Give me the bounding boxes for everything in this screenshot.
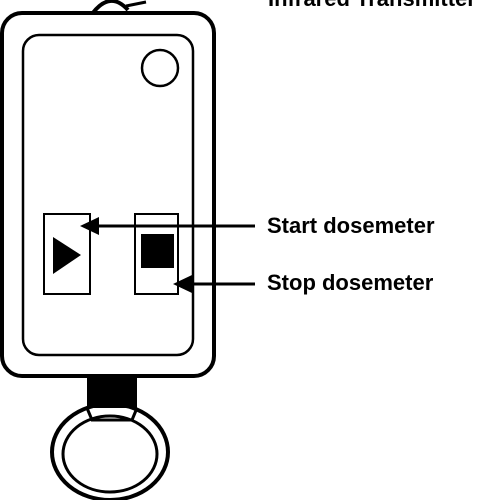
play-icon	[53, 237, 81, 274]
infrared-arrow	[125, 0, 147, 8]
key-ring-inner	[61, 414, 159, 494]
stop-icon	[141, 234, 174, 268]
stop-pointer-arrowhead	[173, 275, 192, 293]
key-ring-outer	[50, 402, 170, 500]
stop-dosemeter-label: Stop dosemeter	[267, 270, 434, 295]
infrared-transmitter-label: Infrared Transmitter	[268, 0, 476, 11]
start-pointer-arrowhead	[80, 217, 99, 235]
infrared-led-icon	[140, 48, 180, 88]
infrared-emitter	[90, 0, 130, 16]
start-dosemeter-label: Start dosemeter	[267, 213, 435, 238]
